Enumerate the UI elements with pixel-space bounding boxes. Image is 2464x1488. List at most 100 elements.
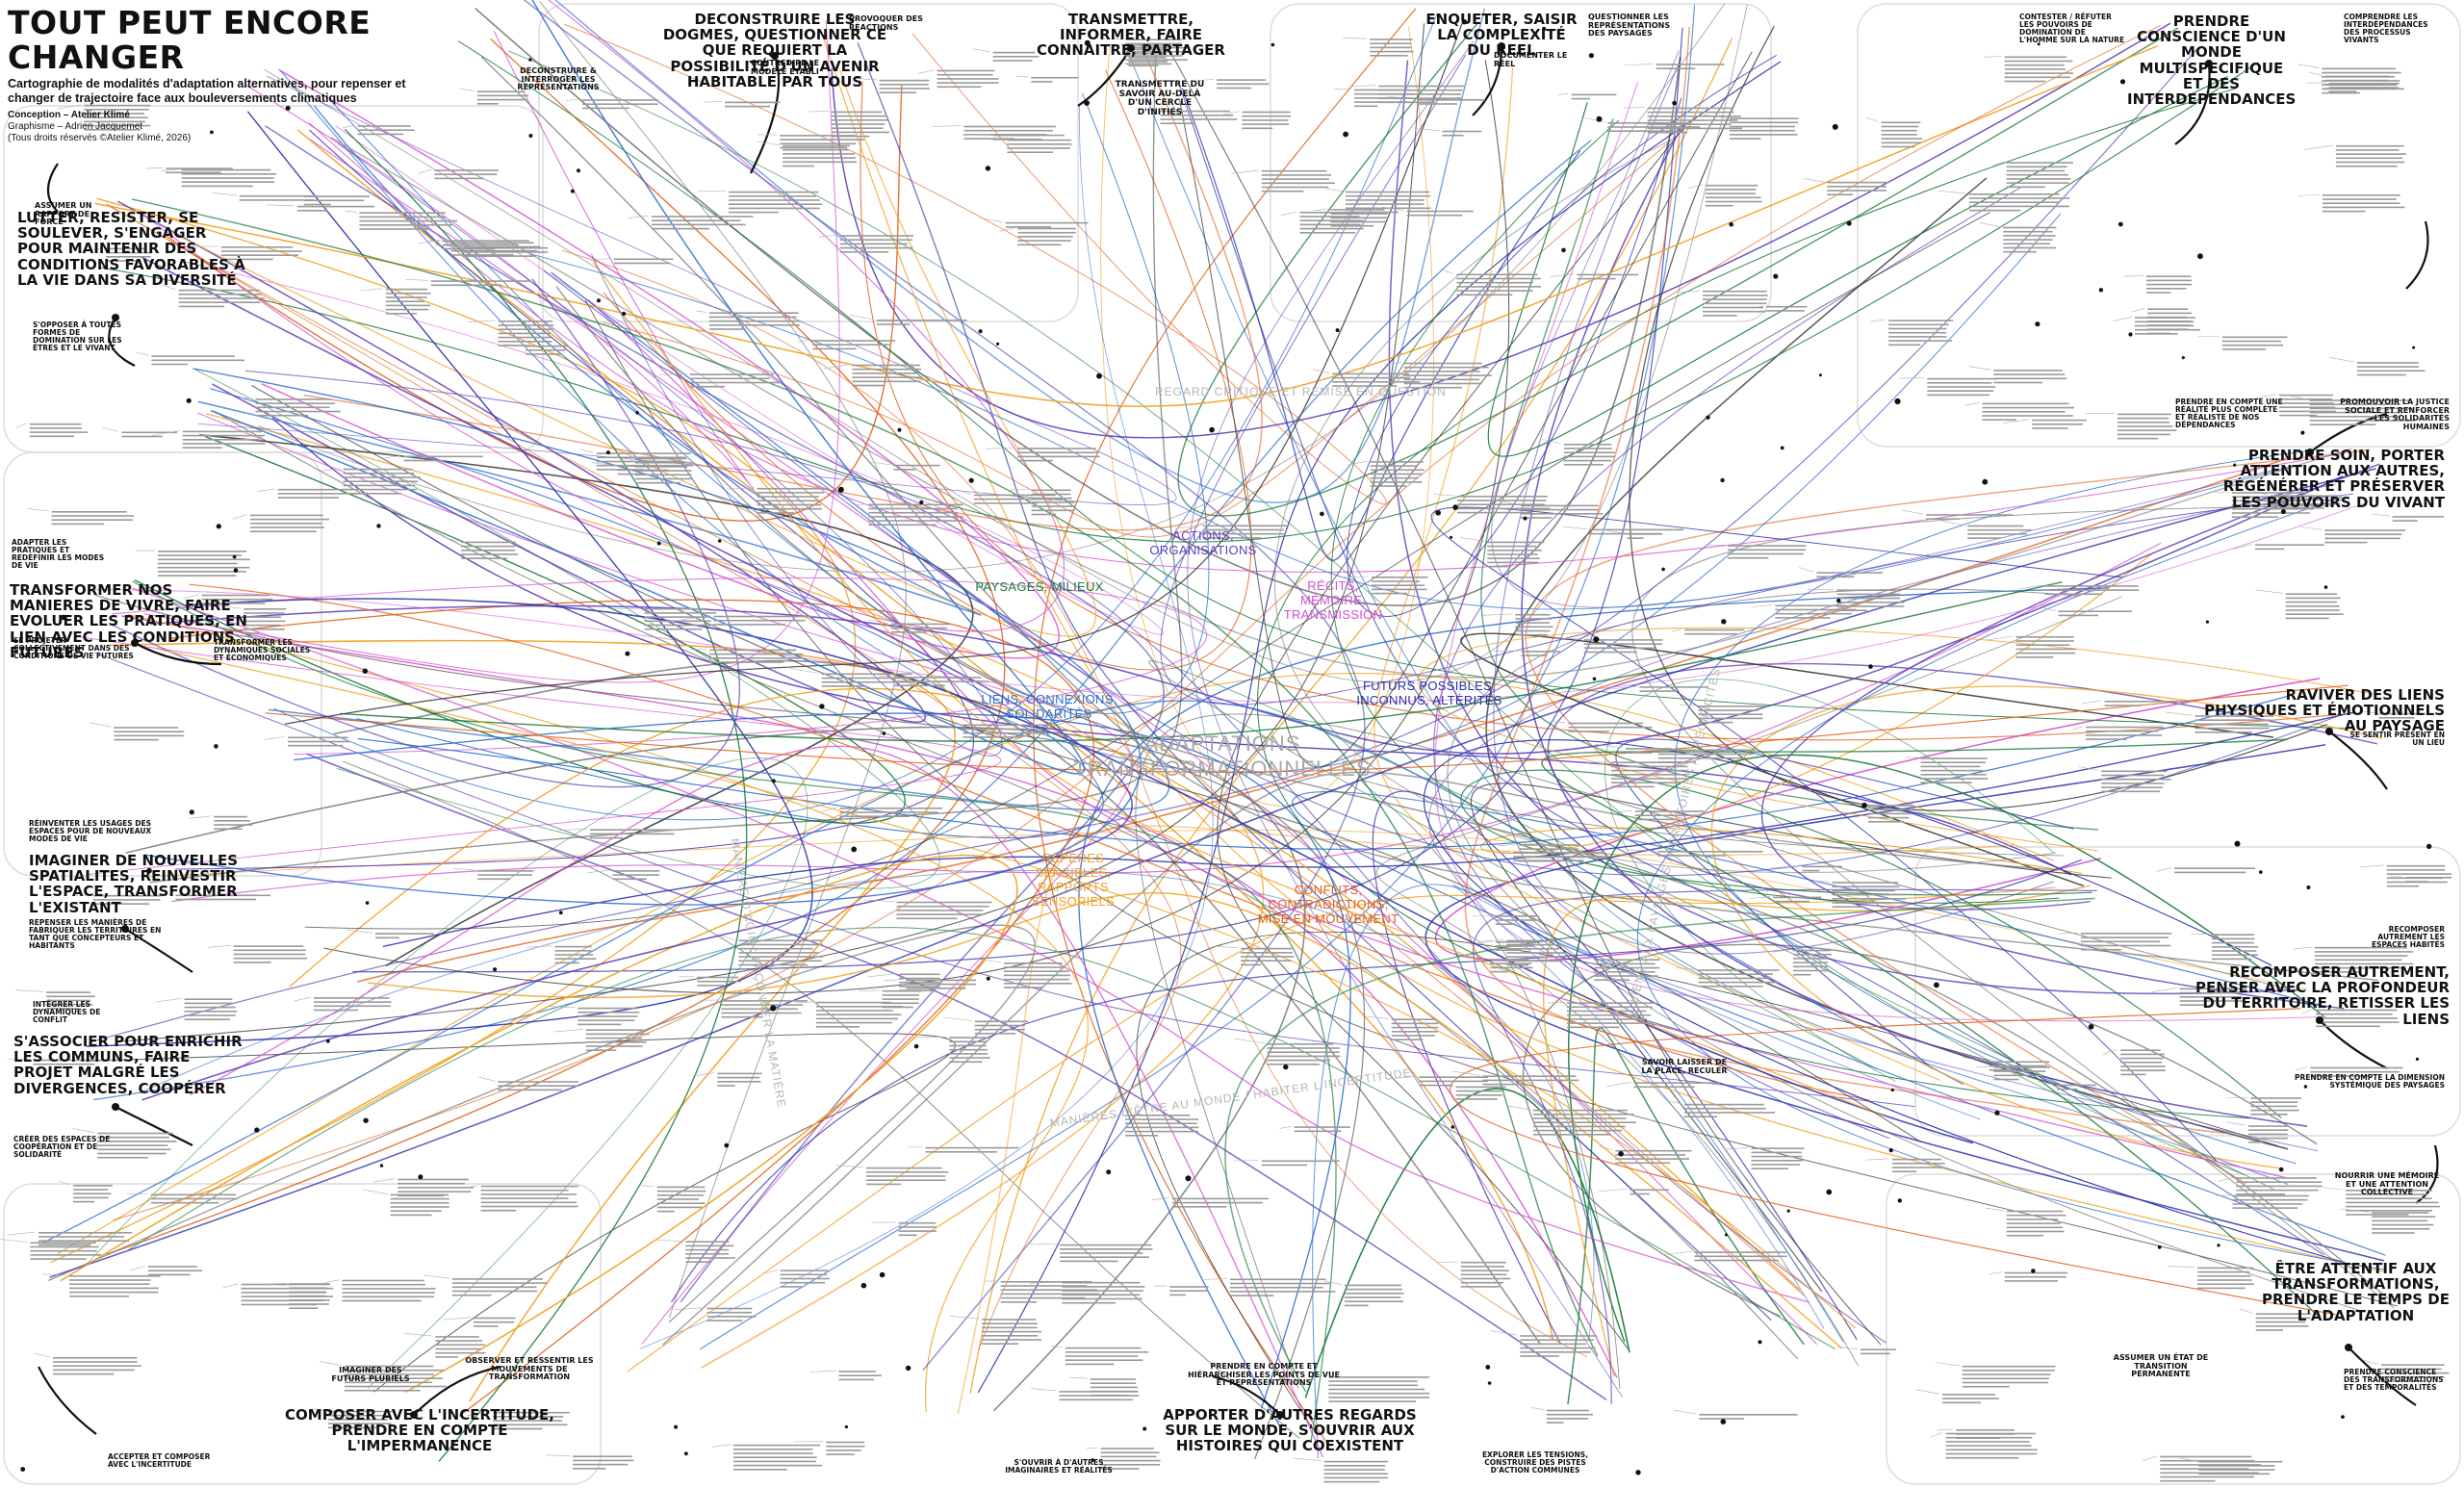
node-dot <box>851 846 858 853</box>
text-snippet <box>2151 988 2247 1006</box>
text-snippet <box>1280 211 1364 234</box>
leader-curve <box>38 1366 97 1435</box>
connection-curve <box>1170 52 1882 1346</box>
node-dots <box>20 19 2432 1475</box>
connection-curve <box>86 111 813 1047</box>
text-snippet <box>1807 589 1905 611</box>
text-snippet <box>931 125 1056 140</box>
connection-curve <box>57 673 2054 1254</box>
connection-curve <box>143 368 1142 906</box>
connection-curve <box>603 128 1685 538</box>
subnode-espaces-cooperation: CRÉER DES ESPACES DE COOPÉRATION ET DE S… <box>13 1135 111 1160</box>
connection-curve <box>564 23 1387 505</box>
node-dot <box>1868 664 1873 669</box>
node-dot <box>882 731 886 735</box>
text-snippet <box>359 288 431 315</box>
text-snippet <box>1673 1409 1798 1420</box>
text-snippet <box>2081 700 2187 706</box>
node-dot <box>656 541 661 546</box>
node-dot <box>1672 100 1677 106</box>
text-snippet <box>79 247 152 262</box>
text-snippet <box>1547 1002 1656 1029</box>
connection-curve <box>1433 186 2023 1140</box>
text-snippet <box>793 1441 865 1455</box>
node-dot <box>1934 982 1939 988</box>
node-dot <box>1888 1148 1893 1153</box>
connection-curve <box>141 256 1134 1101</box>
node-dot <box>146 867 152 874</box>
connection-curve <box>1541 738 2320 1318</box>
text-snippet <box>129 1265 203 1276</box>
text-snippet <box>818 234 914 253</box>
text-snippet <box>1550 273 1639 280</box>
node-dot <box>1588 53 1594 59</box>
leader-curve <box>2405 220 2429 290</box>
cluster-frame <box>3 1183 602 1485</box>
text-snippet <box>1553 637 1663 654</box>
connection-curve <box>554 0 1486 503</box>
node-dot <box>2181 356 2185 360</box>
text-snippet <box>823 364 922 387</box>
connection-curve <box>1604 679 2055 1082</box>
node-dot <box>2233 463 2237 467</box>
text-snippet <box>2295 1066 2403 1077</box>
text-snippet <box>1987 635 2076 658</box>
leader-curve <box>124 928 193 973</box>
connection-curve <box>1450 1008 2336 1316</box>
connection-curve <box>60 854 1018 1394</box>
node-dot <box>2037 42 2040 46</box>
node-dot <box>597 298 601 303</box>
text-snippet <box>2215 1194 2309 1209</box>
node-dot <box>2128 332 2133 337</box>
node-dot <box>1142 1426 1147 1431</box>
text-snippet <box>2233 544 2324 551</box>
text-snippet <box>809 1370 882 1381</box>
main-node-dot <box>2325 728 2333 735</box>
connection-curve <box>1710 685 2383 1170</box>
node-dot <box>1832 123 1838 130</box>
text-snippets <box>0 38 2452 1483</box>
node-dot <box>186 398 192 403</box>
connection-curve <box>210 0 1086 775</box>
text-snippet <box>319 468 421 495</box>
text-snippet <box>757 141 857 167</box>
node-dot <box>1836 598 1841 603</box>
theme-reperes-sensibles: REPÈRES SENSIBLES, RAPPORTS SENSORIELS <box>1031 851 1116 909</box>
leader-curve <box>2174 63 2211 145</box>
theme-futurs-possibles: FUTURS POSSIBLES, INCONNUS, ALTÉRITÉS <box>1356 679 1502 707</box>
connection-curve <box>157 648 1857 1329</box>
node-dot <box>2280 509 2286 515</box>
subnode-interdependances: COMPRENDRE LES INTERDÉPENDANCES DES PROC… <box>2344 13 2428 45</box>
map-header: TOUT PEUT ENCORE CHANGER Cartographie de… <box>8 6 508 144</box>
subnode-se-projeter: SE PROJETER COLLECTIVEMENT DANS DES COND… <box>13 636 134 661</box>
node-transmettre-informer: TRANSMETTRE, INFORMER, FAIRE CONNAITRE, … <box>1037 11 1225 60</box>
connection-curve <box>330 137 2352 679</box>
text-snippet <box>2113 317 2200 335</box>
connection-curve <box>1274 139 2057 874</box>
connection-curve <box>42 700 1964 1244</box>
subnode-transmettre-savoir: TRANSMETTRE DU SAVOIR AU-DELÀ D'UN CERCL… <box>1115 80 1205 118</box>
connection-curve <box>94 45 2159 407</box>
connection-curve <box>106 203 1182 1351</box>
node-dot <box>362 668 368 674</box>
text-snippet <box>1414 128 1482 137</box>
main-node-dot <box>112 1103 119 1111</box>
text-snippet <box>943 1016 1028 1035</box>
text-snippet <box>239 397 341 417</box>
connection-curve <box>149 55 1183 884</box>
text-snippet <box>1663 1251 1787 1262</box>
text-snippet <box>1599 1145 1692 1165</box>
connection-curve <box>1177 81 2324 1256</box>
text-snippet <box>985 1280 1099 1303</box>
connection-curve <box>1430 506 2218 1162</box>
subnode-dynamiques-conflit: INTÉGRER LES DYNAMIQUES DE CONFLIT <box>33 1000 101 1025</box>
text-snippet <box>1531 1407 1594 1424</box>
connection-curve <box>523 0 1366 1372</box>
text-snippet <box>917 1037 991 1064</box>
text-snippet <box>2360 864 2451 887</box>
text-snippet <box>1499 851 1609 861</box>
node-dot <box>1721 619 1727 625</box>
text-snippet <box>1979 222 2057 253</box>
connection-curve <box>1567 754 2324 1343</box>
text-snippet <box>1964 402 2074 421</box>
